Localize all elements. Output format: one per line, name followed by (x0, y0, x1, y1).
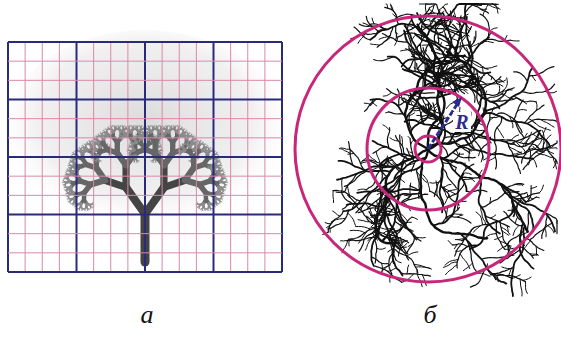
panel-caption: б (423, 302, 436, 328)
middle-circle (367, 88, 489, 210)
panel-caption: а (141, 302, 154, 328)
cluster-fractal (323, 4, 557, 296)
radius-label: R (453, 112, 470, 132)
measuring-grid (8, 42, 282, 272)
measuring-circles (295, 16, 561, 282)
outer-circle (295, 16, 561, 282)
